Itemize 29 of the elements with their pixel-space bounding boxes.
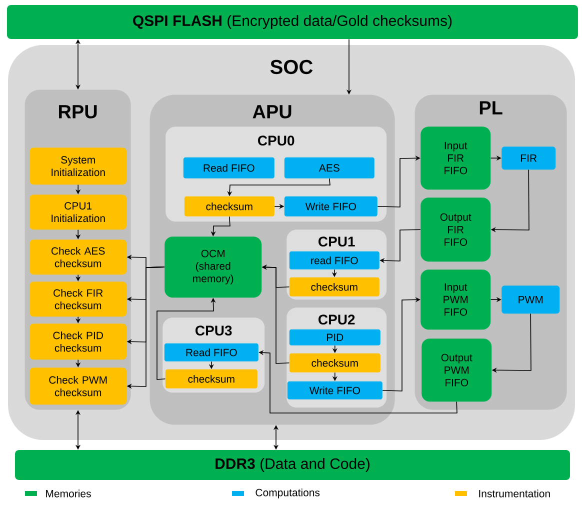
process-box: AES bbox=[284, 157, 374, 178]
process-box: checksum bbox=[184, 196, 274, 216]
process-box: checksum bbox=[165, 369, 258, 388]
process-box: Check AES checksum bbox=[30, 240, 127, 275]
process-box: Read FIFO bbox=[183, 157, 274, 178]
process-box: PWM bbox=[502, 286, 560, 314]
memory-box: Input PWM FIFO bbox=[420, 270, 491, 330]
memory-bar: DDR3 (Data and Code) bbox=[15, 450, 570, 480]
process-box: Check FIR checksum bbox=[30, 282, 127, 317]
memory-bar: QSPI FLASH (Encrypted data/Gold checksums) bbox=[7, 5, 578, 39]
process-box: Check PWM checksum bbox=[30, 368, 127, 405]
legend-text: Memories bbox=[46, 490, 91, 498]
memory-box: Output FIR FIFO bbox=[420, 198, 491, 262]
memory-box: OCM (shared memory) bbox=[164, 236, 262, 298]
legend-text: Computations bbox=[256, 488, 320, 498]
process-box: checksum bbox=[289, 353, 380, 372]
process-box: PID bbox=[289, 329, 380, 346]
process-box: CPU1 Initialization bbox=[30, 194, 127, 230]
process-box: checksum bbox=[289, 277, 380, 296]
process-box: Read FIFO bbox=[164, 343, 258, 362]
legend-text: Instrumentation bbox=[479, 490, 550, 498]
process-box: FIR bbox=[502, 146, 556, 170]
process-box: Check PID checksum bbox=[30, 324, 127, 360]
memory-box: Output PWM FIFO bbox=[422, 338, 492, 402]
process-box: Write FIFO bbox=[287, 381, 382, 400]
process-box: Write FIFO bbox=[284, 196, 378, 216]
process-box: read FIFO bbox=[289, 251, 380, 270]
process-box: System Initialization bbox=[30, 148, 127, 185]
memory-box: Input FIR FIFO bbox=[420, 126, 491, 190]
